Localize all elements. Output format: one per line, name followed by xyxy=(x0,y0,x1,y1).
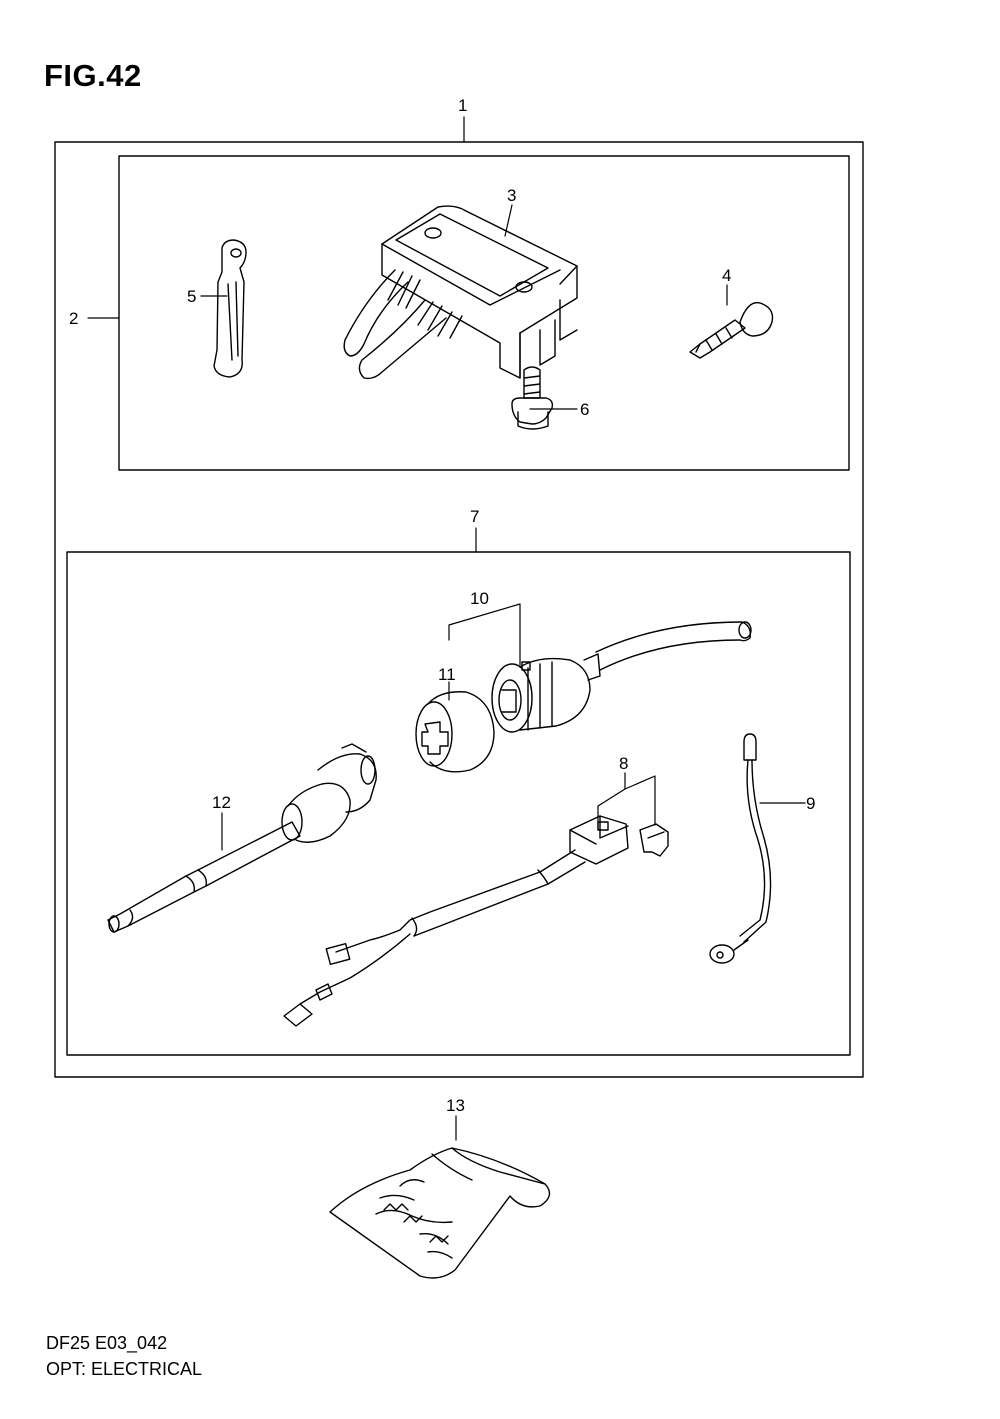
callout-3: 3 xyxy=(507,186,517,205)
callout-10: 10 xyxy=(470,589,489,608)
parts-bag-icon xyxy=(329,1147,551,1279)
callout-13: 13 xyxy=(446,1096,465,1115)
figure-code: DF25 E03_042 xyxy=(46,1333,168,1353)
assembly-frame-upper xyxy=(118,155,850,471)
connector-cable-icon xyxy=(107,743,377,933)
callout-2: 2 xyxy=(69,309,79,328)
figure-title: FIG.42 xyxy=(44,58,142,93)
plug-icon xyxy=(415,691,495,773)
callout-7: 7 xyxy=(470,507,480,526)
callout-5: 5 xyxy=(187,287,197,306)
sensor-icon xyxy=(689,301,774,359)
assembly-frame-lower xyxy=(66,551,851,1056)
fuse-harness-icon xyxy=(283,815,669,1027)
leader-lines xyxy=(87,116,806,1141)
regulator-icon xyxy=(343,205,578,380)
callout-1: 1 xyxy=(458,96,468,115)
callout-12: 12 xyxy=(212,793,231,812)
socket-icon xyxy=(491,621,752,733)
clamp-icon xyxy=(213,239,247,378)
bolt-icon xyxy=(511,366,554,430)
callout-8: 8 xyxy=(619,754,629,773)
callout-9: 9 xyxy=(806,794,816,813)
callout-6: 6 xyxy=(580,400,590,419)
lead-wire-icon xyxy=(709,733,772,964)
assembly-frame-outer xyxy=(54,141,864,1078)
callout-4: 4 xyxy=(722,266,732,285)
callout-11: 11 xyxy=(438,665,456,684)
figure-caption: OPT: ELECTRICAL xyxy=(46,1359,203,1379)
